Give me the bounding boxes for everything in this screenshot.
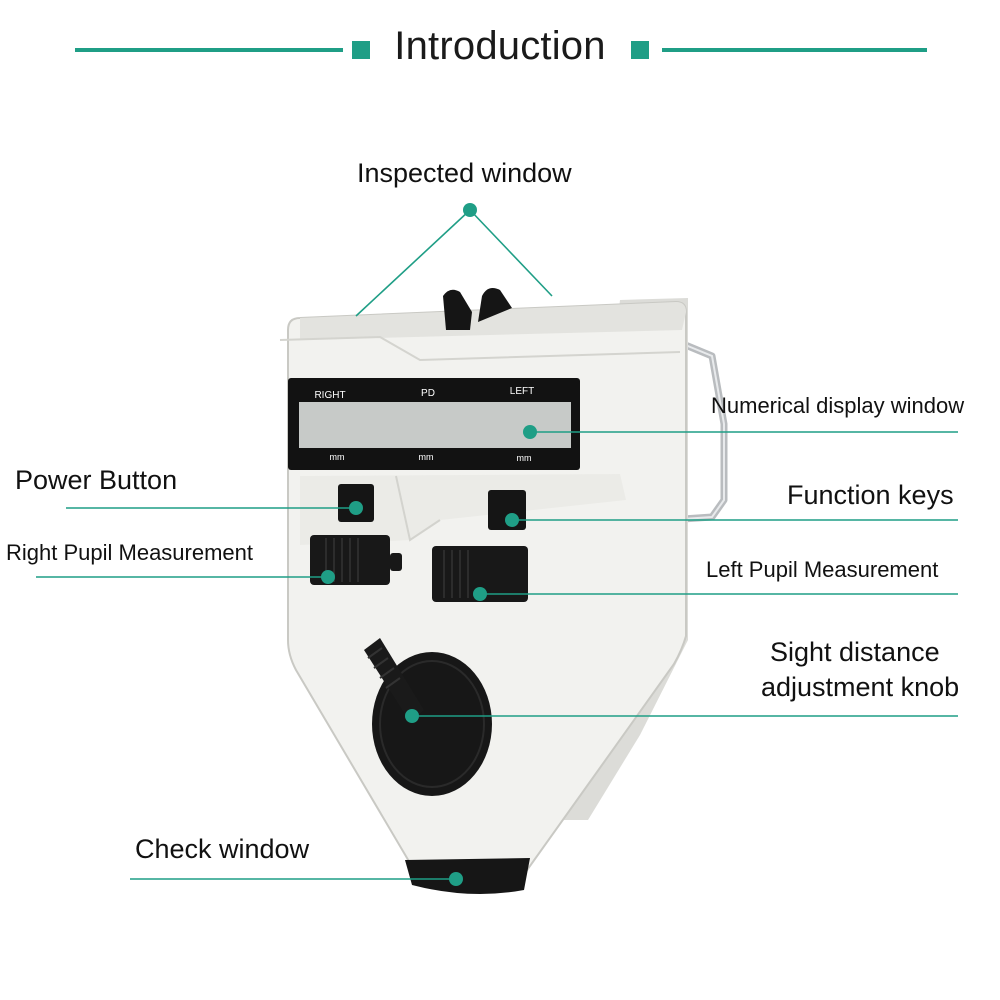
label-check-window: Check window <box>135 834 310 864</box>
page-title: Introduction <box>394 24 606 68</box>
callout-dot-left-pupil <box>473 587 487 601</box>
callout-dot-sight <box>405 709 419 723</box>
callout-line-inspected-left <box>355 209 471 317</box>
device-top <box>300 302 686 340</box>
label-right-pupil-measurement: Right Pupil Measurement <box>6 540 254 565</box>
label-numerical-display-window: Numerical display window <box>711 393 965 418</box>
callout-dot-inspected <box>463 203 477 217</box>
callout-dot-right-pupil <box>321 570 335 584</box>
label-adjustment-knob: adjustment knob <box>761 672 960 702</box>
label-power-button: Power Button <box>15 465 178 495</box>
inspected-window-tab-right <box>478 288 512 322</box>
header-rule-left <box>75 48 343 52</box>
lcd-screen <box>299 402 571 448</box>
knob-lever <box>364 638 424 722</box>
display-label-left: LEFT <box>510 386 534 397</box>
label-inspected-window: Inspected window <box>357 158 572 188</box>
callout-line-inspected-right <box>469 209 553 297</box>
callout-dot-display <box>523 425 537 439</box>
display-unit-left: mm <box>517 453 532 463</box>
callout-dot-power <box>349 501 363 515</box>
label-sight-distance: Sight distance <box>770 637 940 667</box>
callout-dot-check <box>449 872 463 886</box>
label-left-pupil-measurement: Left Pupil Measurement <box>706 557 939 582</box>
display-label-right: RIGHT <box>314 390 345 401</box>
label-function-keys: Function keys <box>787 480 954 510</box>
key-panel <box>300 474 626 545</box>
header-square-left-icon <box>352 41 370 59</box>
left-pupil-slider <box>432 546 528 602</box>
display-unit-pd: mm <box>419 452 434 462</box>
header-square-right-icon <box>631 41 649 59</box>
display-unit-right: mm <box>330 452 345 462</box>
check-window <box>405 858 530 894</box>
inspected-window-tab-left <box>443 289 472 330</box>
callout-dot-function <box>505 513 519 527</box>
display-label-pd: PD <box>421 388 435 399</box>
header-rule-right <box>662 48 927 52</box>
